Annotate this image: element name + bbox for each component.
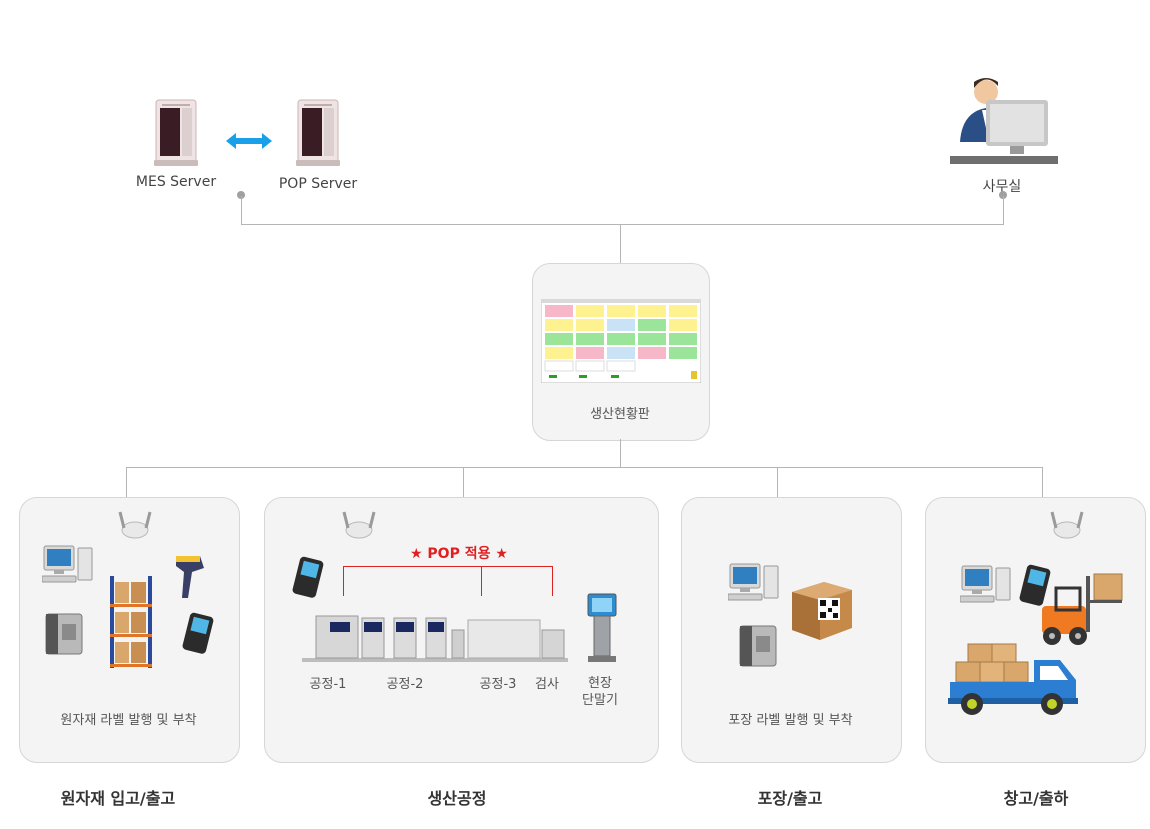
connector-line: [620, 224, 621, 264]
handheld-terminal-icon: [290, 556, 324, 598]
raw-material-caption: 원자재 라벨 발행 및 부착: [60, 713, 197, 728]
connector-dot: [999, 191, 1007, 199]
packing-title: 포장/출고: [757, 789, 823, 808]
production-title: 생산공정: [427, 789, 487, 808]
terminal-label-line2: 단말기: [582, 693, 618, 708]
double-arrow-icon: [226, 132, 272, 150]
desktop-pc-icon: [728, 562, 780, 604]
qr-box-icon: [788, 578, 854, 644]
shelving-rack-icon: [108, 576, 154, 668]
pop-bracket-line: [343, 566, 344, 596]
packing-caption: 포장 라벨 발행 및 부착: [728, 713, 853, 728]
connector-line: [620, 439, 621, 467]
pop-bracket-line: [552, 566, 553, 596]
mes-server-label: MES Server: [135, 174, 217, 190]
connector-line: [241, 196, 242, 224]
station-2-label: 공정-2: [386, 677, 424, 692]
warehouse-title: 창고/출하: [1003, 789, 1069, 808]
desktop-pc-icon: [42, 544, 94, 586]
mes-server-icon: [152, 98, 200, 168]
terminal-label-line1: 현장: [588, 676, 612, 691]
wifi-ap-icon: [1050, 508, 1084, 542]
delivery-truck-icon: [948, 640, 1080, 720]
connector-line: [241, 224, 1004, 225]
label-printer-icon: [738, 624, 778, 668]
office-worker-icon: [950, 72, 1058, 168]
office-label: 사무실: [982, 179, 1022, 195]
pop-applied-label: ★ POP 적용 ★: [410, 546, 508, 562]
station-3-label: 공정-3: [479, 677, 517, 692]
connector-line: [1042, 467, 1043, 497]
forklift-icon: [1038, 572, 1126, 648]
barcode-scanner-icon: [172, 552, 208, 602]
wifi-ap-icon: [342, 508, 376, 542]
dashboard-caption: 생산현황판: [590, 407, 650, 422]
pop-bracket-line: [343, 566, 553, 567]
desktop-pc-icon: [960, 564, 1012, 606]
warehouse-panel[interactable]: [925, 497, 1146, 763]
connector-line: [126, 467, 127, 497]
connector-line: [1003, 196, 1004, 224]
handheld-terminal-icon: [180, 612, 214, 654]
dashboard-screen-icon: [541, 299, 701, 383]
wifi-ap-icon: [118, 508, 152, 542]
kiosk-terminal-icon: [584, 592, 620, 664]
inspection-label: 검사: [535, 677, 559, 692]
smt-line-icon: [302, 596, 568, 666]
raw-material-title: 원자재 입고/출고: [60, 789, 176, 808]
label-printer-icon: [44, 612, 84, 656]
connector-line: [463, 467, 464, 497]
connector-dot: [237, 191, 245, 199]
packing-panel[interactable]: [681, 497, 902, 763]
handheld-terminal-icon: [1017, 564, 1051, 606]
connector-line: [126, 467, 1043, 468]
station-1-label: 공정-1: [309, 677, 347, 692]
pop-server-icon: [294, 98, 342, 168]
pop-server-label: POP Server: [278, 176, 358, 192]
pop-bracket-line: [481, 566, 482, 596]
connector-line: [777, 467, 778, 497]
